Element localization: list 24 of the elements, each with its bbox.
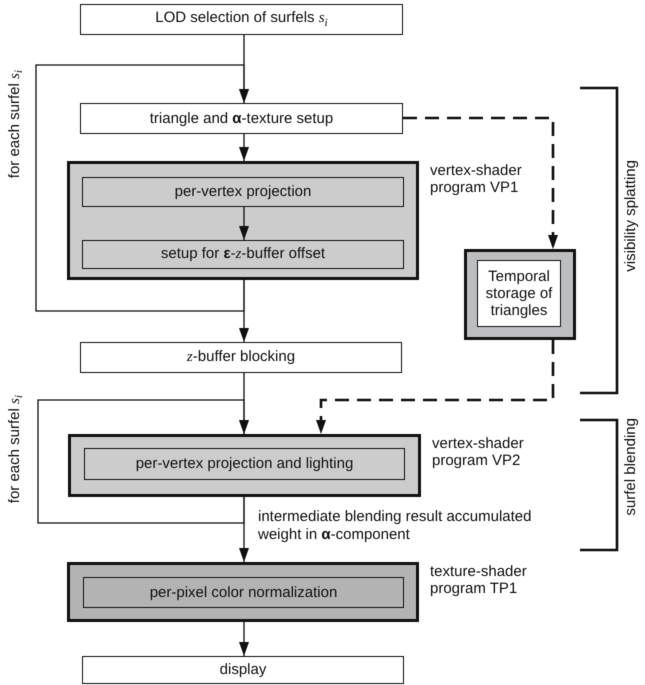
process-box: per-pixel color normalization: [83, 577, 404, 608]
storage-frame: [464, 249, 576, 340]
process-box: per-vertex projection: [82, 177, 404, 207]
arrow: [239, 134, 249, 161]
process-box: display: [82, 656, 404, 684]
stage-heading: texture-shader program TP1: [430, 563, 528, 598]
process-box: setup for ε-z-buffer offset: [82, 240, 404, 269]
arrow: [403, 116, 558, 249]
process-box: Temporal storage of triangles: [477, 260, 561, 327]
process-box: LOD selection of surfels s$_{i}$: [80, 4, 403, 35]
arrow: [35, 64, 249, 312]
arrow: [239, 497, 249, 562]
arrow: [37, 399, 249, 524]
process-box: per-vertex projection and lighting: [84, 448, 405, 480]
process-box: triangle and α-texture setup: [80, 103, 403, 134]
stage-heading: vertex-shader program VP1: [430, 162, 523, 196]
arrow: [239, 280, 249, 342]
arrow: [239, 207, 249, 240]
bracket-label: visibility splatting: [622, 160, 640, 272]
bracket-label: surfel blending: [622, 418, 640, 516]
arrow: [316, 340, 554, 434]
process-box: z-buffer blocking: [80, 342, 402, 373]
arrow: [239, 622, 249, 656]
stage-heading: vertex-shader program VP2: [432, 435, 525, 470]
